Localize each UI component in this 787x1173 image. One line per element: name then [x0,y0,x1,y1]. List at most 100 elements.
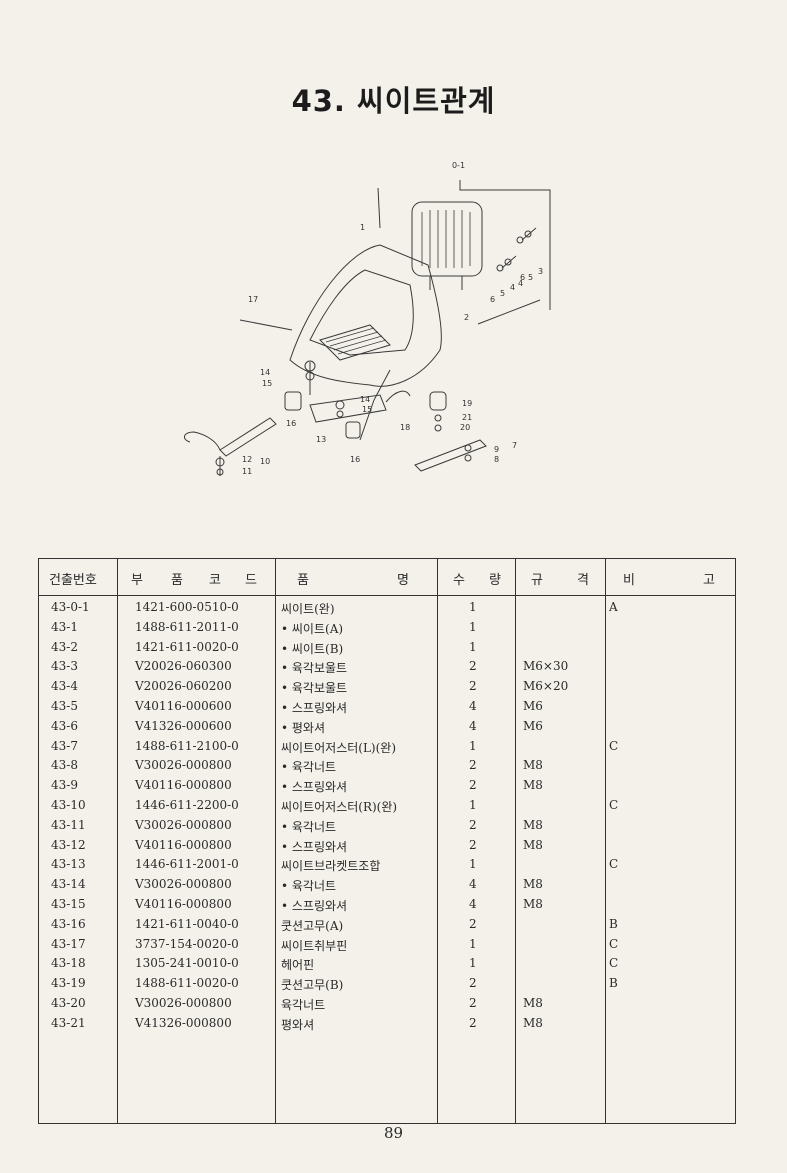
cell-note: B [609,976,618,991]
cell-no: 43-20 [51,995,86,1010]
cell-no: 43-3 [51,659,78,674]
svg-text:1: 1 [360,223,365,232]
svg-text:6: 6 [520,273,525,282]
svg-text:17: 17 [248,295,258,304]
svg-text:2: 2 [464,313,469,322]
cell-no: 43-9 [51,778,78,793]
cell-code: 1488-611-0020-0 [135,976,239,991]
svg-text:18: 18 [400,423,410,432]
cell-code: V41326-000600 [135,718,232,733]
cell-qty: 2 [469,916,477,931]
cell-no: 43-0-1 [51,600,90,614]
cell-qty: 2 [469,837,477,852]
cell-spec: M8 [523,995,543,1010]
svg-text:5: 5 [500,289,505,298]
svg-text:14: 14 [260,368,270,377]
svg-text:21: 21 [462,413,472,422]
svg-text:16: 16 [286,419,296,428]
cell-no: 43-11 [51,817,86,832]
svg-text:10: 10 [260,457,270,466]
cell-spec: M8 [523,758,543,773]
cell-name: 씨이트취부핀 [281,938,348,953]
svg-text:4: 4 [510,283,515,292]
svg-text:5: 5 [528,273,533,282]
cell-qty: 2 [469,659,477,674]
cell-code: V40116-000600 [135,698,232,713]
cell-note: C [609,857,619,872]
cell-code: V41326-000800 [135,1015,232,1030]
cell-qty: 2 [469,1015,477,1030]
cell-qty: 2 [469,778,477,793]
svg-text:20: 20 [460,423,470,432]
cell-name: • 씨이트(B) [281,641,344,656]
cell-qty: 4 [469,718,477,733]
cell-no: 43-18 [51,956,86,971]
cell-code: 1488-611-2011-0 [135,619,239,634]
cell-name: • 육각너트 [281,879,337,894]
cell-name: 육각너트 [281,997,326,1012]
svg-text:15: 15 [362,405,372,414]
svg-text:12: 12 [242,455,252,464]
cell-spec: M8 [523,837,543,852]
cell-name: 씨이트어저스터(L)(완) [281,740,397,755]
svg-text:8: 8 [494,455,499,464]
cell-code: 3737-154-0020-0 [135,936,239,951]
cell-note: C [609,797,619,812]
svg-text:7: 7 [512,441,517,450]
cell-no: 43-1 [51,619,78,634]
cell-no: 43-17 [51,936,86,951]
cell-qty: 1 [469,857,477,872]
cell-name: • 육각너트 [281,819,337,834]
cell-name: • 육각너트 [281,760,337,775]
cell-name: • 육각보울트 [281,661,348,676]
cell-qty: 4 [469,896,477,911]
table-header: 건출번호 부 품 코 드 품 명 수 량 규 격 비 고 [39,559,735,596]
cell-code: 1421-611-0040-0 [135,916,239,931]
cell-no: 43-8 [51,758,78,773]
cell-note: C [609,738,619,753]
svg-text:15: 15 [262,379,272,388]
cell-name: 쿳션고무(A) [281,918,344,933]
svg-text:0-1: 0-1 [452,161,465,170]
cell-name: 씨이트브라켓트조합 [281,859,381,874]
cell-code: 1446-611-2200-0 [135,797,239,812]
cell-name: 쿳션고무(B) [281,978,344,993]
cell-name: • 스프링와셔 [281,700,348,715]
svg-text:3: 3 [538,267,543,276]
cell-spec: M6 [523,698,543,713]
cell-no: 43-14 [51,877,86,892]
cell-no: 43-10 [51,797,86,812]
cell-code: V30026-000800 [135,995,232,1010]
cell-qty: 4 [469,698,477,713]
cell-no: 43-7 [51,738,78,753]
cell-no: 43-2 [51,639,78,654]
cell-note: C [609,956,619,971]
cell-code: 1421-611-0020-0 [135,639,239,654]
cell-note: A [609,600,618,614]
svg-text:11: 11 [242,467,252,476]
cell-spec: M8 [523,877,543,892]
cell-code: V40116-000800 [135,837,232,852]
cell-code: V30026-000800 [135,817,232,832]
cell-name: • 육각보울트 [281,681,348,696]
cell-code: V40116-000800 [135,896,232,911]
cell-note: C [609,936,619,951]
cell-code: V30026-000800 [135,877,232,892]
cell-spec: M8 [523,778,543,793]
page-number: 89 [383,1124,404,1142]
cell-spec: M8 [523,896,543,911]
cell-code: 1446-611-2001-0 [135,857,239,872]
cell-code: V20026-060200 [135,679,232,694]
